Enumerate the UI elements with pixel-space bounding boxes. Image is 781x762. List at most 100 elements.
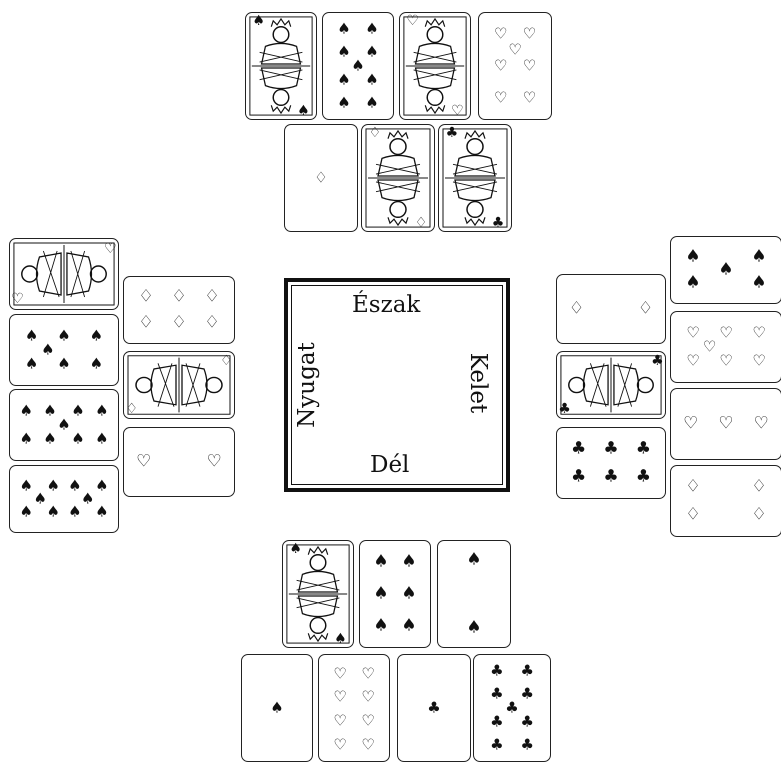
diamond-icon: ♢ bbox=[751, 507, 766, 524]
club-icon: ♣ bbox=[651, 354, 664, 368]
heart-icon: ♡ bbox=[703, 340, 716, 355]
spade-icon: ♠ bbox=[373, 554, 388, 571]
diamond-icon: ♢ bbox=[171, 288, 186, 305]
west-card-six-of-diamond[interactable]: ♢♢♢♢♢♢ bbox=[123, 276, 235, 344]
club-icon: ♣ bbox=[490, 687, 503, 702]
diamond-icon: ♢ bbox=[685, 479, 700, 496]
heart-icon: ♡ bbox=[508, 43, 521, 58]
club-icon: ♣ bbox=[520, 714, 533, 729]
spade-icon: ♠ bbox=[19, 432, 32, 447]
spade-icon: ♠ bbox=[46, 505, 59, 520]
west-card-two-of-heart[interactable]: ♡♡ bbox=[123, 427, 235, 497]
spade-icon: ♠ bbox=[365, 96, 378, 111]
south-card-six-of-spade[interactable]: ♠♠♠♠♠♠ bbox=[359, 540, 431, 648]
club-icon: ♣ bbox=[520, 687, 533, 702]
spade-icon: ♠ bbox=[401, 586, 416, 603]
spade-icon: ♠ bbox=[95, 505, 108, 520]
spade-icon: ♠ bbox=[46, 478, 59, 493]
north-card-queen-of-heart[interactable]: ♡♡ bbox=[399, 12, 471, 120]
spade-icon: ♠ bbox=[68, 478, 81, 493]
north-card-jack-of-spade[interactable]: ♠♠ bbox=[245, 12, 317, 120]
spade-icon: ♠ bbox=[19, 505, 32, 520]
heart-icon: ♡ bbox=[333, 690, 346, 705]
diamond-icon: ♢ bbox=[569, 301, 584, 318]
club-icon: ♣ bbox=[558, 402, 571, 416]
club-icon: ♣ bbox=[520, 663, 533, 678]
club-icon: ♣ bbox=[520, 738, 533, 753]
north-card-nine-of-spade[interactable]: ♠♠♠♠♠♠♠♠♠ bbox=[322, 12, 394, 120]
east-card-two-of-diamond[interactable]: ♢♢ bbox=[556, 274, 666, 344]
heart-icon: ♡ bbox=[451, 104, 464, 118]
spade-icon: ♠ bbox=[270, 701, 283, 716]
diamond-icon: ♢ bbox=[220, 354, 233, 368]
diamond-icon: ♢ bbox=[751, 479, 766, 496]
east-card-seven-of-heart[interactable]: ♡♡♡♡♡♡♡ bbox=[670, 311, 781, 383]
north-card-king-of-club[interactable]: ♣♣ bbox=[438, 124, 512, 232]
spade-icon: ♠ bbox=[57, 418, 70, 433]
east-card-five-of-spade[interactable]: ♠♠♠♠♠ bbox=[670, 236, 781, 304]
spade-icon: ♠ bbox=[365, 21, 378, 36]
spade-icon: ♠ bbox=[373, 586, 388, 603]
spade-icon: ♠ bbox=[25, 329, 38, 344]
spade-icon: ♠ bbox=[289, 542, 302, 556]
west-card-seven-of-spade[interactable]: ♠♠♠♠♠♠♠ bbox=[9, 314, 119, 386]
west-card-nine-of-spade[interactable]: ♠♠♠♠♠♠♠♠♠ bbox=[9, 389, 119, 461]
north-card-jack-of-diamond[interactable]: ♢♢ bbox=[361, 124, 435, 232]
east-card-four-of-diamond[interactable]: ♢♢♢♢ bbox=[670, 465, 781, 537]
spade-icon: ♠ bbox=[466, 552, 481, 569]
spade-icon: ♠ bbox=[34, 492, 47, 507]
west-label: Nyugat bbox=[294, 340, 320, 430]
spade-icon: ♠ bbox=[25, 357, 38, 372]
west-card-ten-of-spade[interactable]: ♠♠♠♠♠♠♠♠♠♠ bbox=[9, 465, 119, 533]
spade-icon: ♠ bbox=[81, 492, 94, 507]
club-icon: ♣ bbox=[490, 663, 503, 678]
spade-icon: ♠ bbox=[95, 404, 108, 419]
spade-icon: ♠ bbox=[337, 45, 350, 60]
west-card-king-of-heart[interactable]: ♡♡ bbox=[9, 238, 119, 310]
heart-icon: ♡ bbox=[718, 416, 733, 433]
heart-icon: ♡ bbox=[494, 27, 507, 42]
heart-icon: ♡ bbox=[686, 354, 699, 369]
table-compass-box: Észak Dél Nyugat Kelet bbox=[284, 278, 510, 492]
club-icon: ♣ bbox=[571, 441, 586, 458]
spade-icon: ♠ bbox=[90, 357, 103, 372]
diamond-icon: ♢ bbox=[314, 171, 327, 186]
spade-icon: ♠ bbox=[718, 262, 733, 279]
spade-icon: ♠ bbox=[337, 96, 350, 111]
diamond-icon: ♢ bbox=[138, 315, 153, 332]
heart-icon: ♡ bbox=[136, 454, 151, 471]
heart-icon: ♡ bbox=[361, 667, 374, 682]
spade-icon: ♠ bbox=[751, 248, 766, 265]
heart-icon: ♡ bbox=[11, 292, 24, 306]
east-label: Kelet bbox=[465, 343, 491, 423]
east-card-three-of-heart[interactable]: ♡♡♡ bbox=[670, 388, 781, 460]
spade-icon: ♠ bbox=[43, 432, 56, 447]
diamond-icon: ♢ bbox=[125, 402, 138, 416]
south-card-nine-of-club[interactable]: ♣♣♣♣♣♣♣♣♣ bbox=[473, 654, 551, 762]
south-card-ace-of-club[interactable]: ♣ bbox=[397, 654, 471, 762]
club-icon: ♣ bbox=[427, 701, 440, 716]
west-card-queen-of-diamond[interactable]: ♢♢ bbox=[123, 351, 235, 419]
spade-icon: ♠ bbox=[43, 404, 56, 419]
club-icon: ♣ bbox=[571, 469, 586, 486]
diamond-icon: ♢ bbox=[171, 315, 186, 332]
south-card-two-of-spade[interactable]: ♠♠ bbox=[437, 540, 511, 648]
south-card-eight-of-heart[interactable]: ♡♡♡♡♡♡♡♡ bbox=[318, 654, 390, 762]
heart-icon: ♡ bbox=[333, 667, 346, 682]
spade-icon: ♠ bbox=[351, 59, 364, 74]
spade-icon: ♠ bbox=[71, 404, 84, 419]
club-icon: ♣ bbox=[490, 714, 503, 729]
spade-icon: ♠ bbox=[95, 432, 108, 447]
south-card-ace-of-spade[interactable]: ♠ bbox=[241, 654, 313, 762]
east-card-six-of-club[interactable]: ♣♣♣♣♣♣ bbox=[556, 427, 666, 499]
spade-icon: ♠ bbox=[685, 248, 700, 265]
spade-icon: ♠ bbox=[337, 72, 350, 87]
spade-icon: ♠ bbox=[19, 478, 32, 493]
spade-icon: ♠ bbox=[71, 432, 84, 447]
diamond-icon: ♢ bbox=[138, 288, 153, 305]
north-card-ace-of-diamond[interactable]: ♢ bbox=[284, 124, 358, 232]
north-card-seven-of-heart[interactable]: ♡♡♡♡♡♡♡ bbox=[478, 12, 552, 120]
south-card-king-of-spade[interactable]: ♠♠ bbox=[282, 540, 354, 648]
club-icon: ♣ bbox=[603, 469, 618, 486]
east-card-jack-of-club[interactable]: ♣♣ bbox=[556, 351, 666, 419]
